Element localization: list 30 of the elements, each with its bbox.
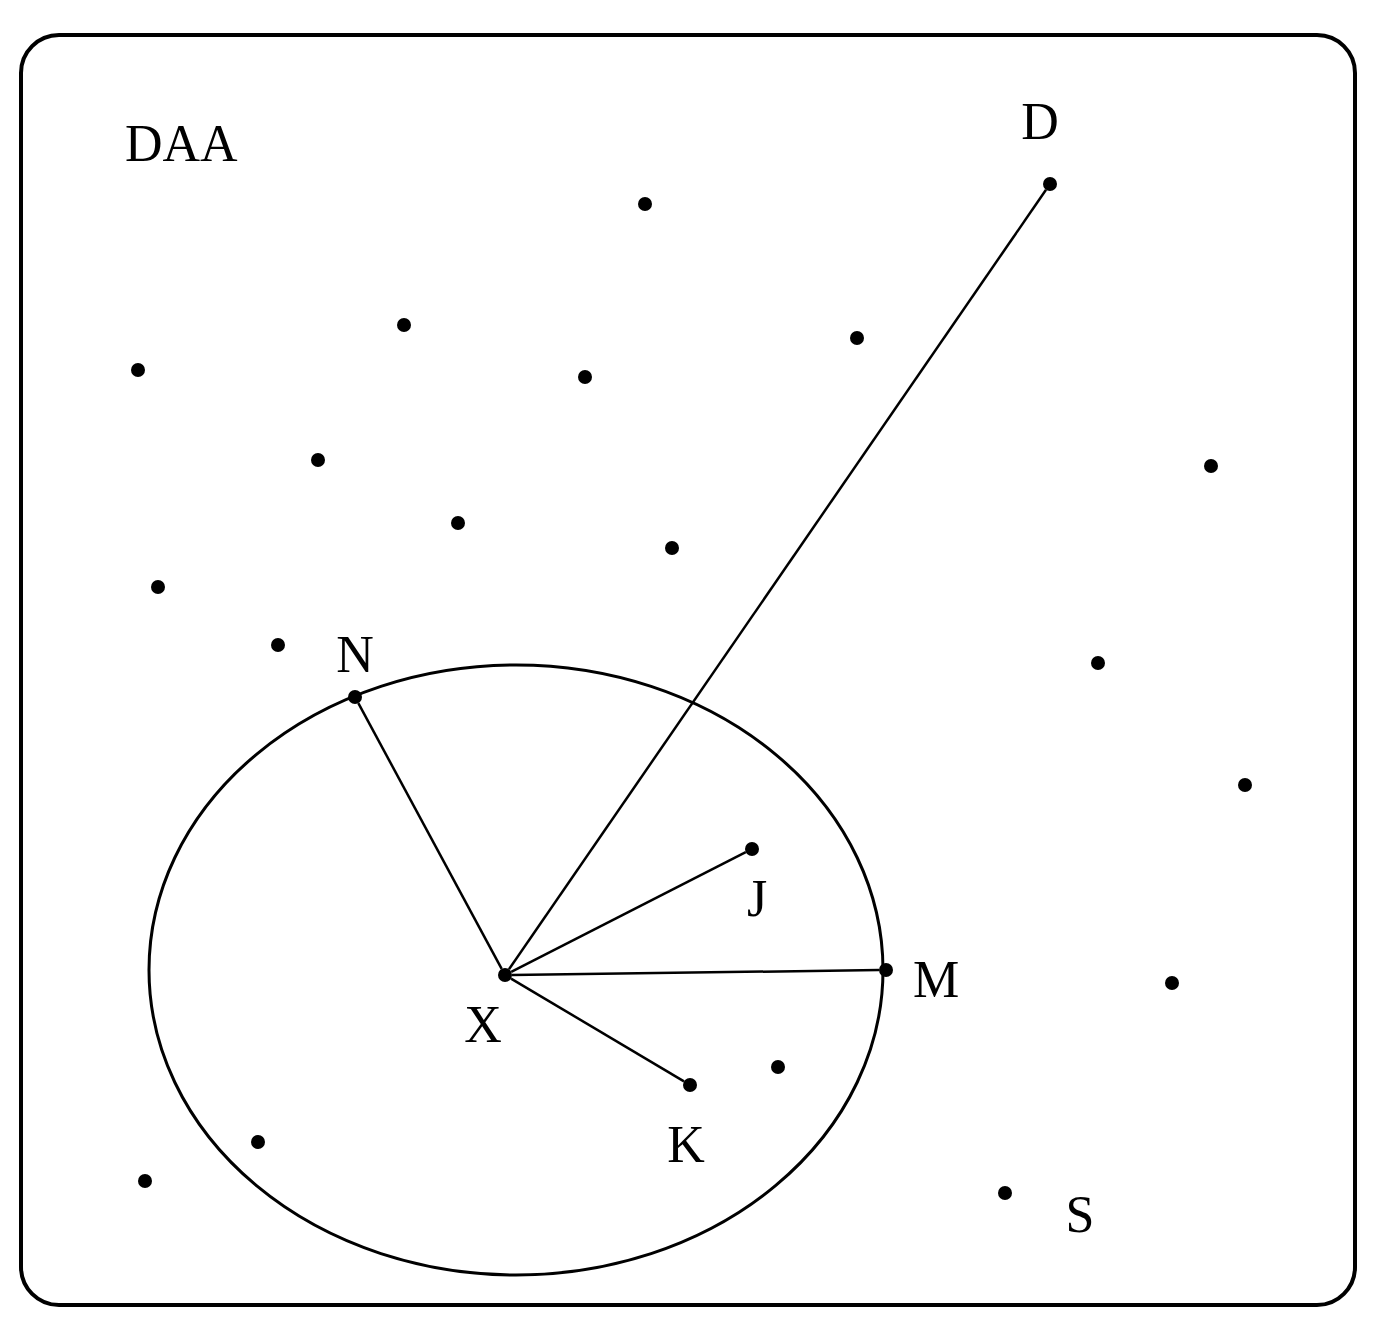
point-dot	[665, 541, 679, 555]
point-dot	[1238, 778, 1252, 792]
connector-line	[510, 977, 685, 1083]
point-dot	[451, 516, 465, 530]
point-dot	[397, 318, 411, 332]
point-label: S	[1065, 1189, 1095, 1241]
point-dot	[131, 363, 145, 377]
point-dot	[771, 1060, 785, 1074]
point-dot	[1165, 976, 1179, 990]
connector-line	[357, 702, 503, 970]
connector-line	[510, 851, 747, 973]
point-dot	[151, 580, 165, 594]
point-label: J	[746, 873, 768, 925]
connector-line	[512, 968, 879, 977]
point-dot	[138, 1174, 152, 1188]
point-label: K	[667, 1119, 705, 1171]
point-dot	[638, 197, 652, 211]
point-dot	[1204, 459, 1218, 473]
point-label: M	[912, 954, 960, 1006]
point-dot	[251, 1135, 265, 1149]
connector-line	[507, 189, 1048, 970]
point-label: N	[336, 629, 374, 681]
point-dot	[1091, 656, 1105, 670]
diagram-label: DAA	[125, 118, 238, 170]
point-label: D	[1021, 96, 1059, 148]
point-dot	[850, 331, 864, 345]
point-dot	[578, 370, 592, 384]
point-dot	[271, 638, 285, 652]
point-label: X	[464, 999, 502, 1051]
point-dot	[311, 453, 325, 467]
